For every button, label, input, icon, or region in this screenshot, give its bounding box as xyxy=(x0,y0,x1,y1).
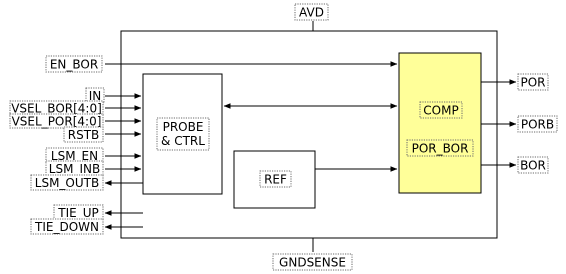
vsel-por-pin-label: VSEL_POR[4:0] xyxy=(12,115,102,129)
vsel-por-pin-box xyxy=(9,113,104,129)
rstb-pin-label: RSTB xyxy=(68,128,100,142)
ref-label: REF xyxy=(264,173,287,187)
lsm-inb-pin-box xyxy=(45,160,104,177)
tie-up-pin-label: TIE_UP xyxy=(57,206,98,220)
por-pin-label: POR xyxy=(520,76,545,90)
tie-down-pin-box xyxy=(30,218,104,235)
probe-ctrl-label-box xyxy=(156,117,210,151)
comp-label-box xyxy=(419,101,463,119)
por-bor-label: POR_BOR xyxy=(412,142,469,156)
bor-pin-box xyxy=(517,156,549,174)
probe-ctrl-label-line2: & CTRL xyxy=(161,134,205,148)
tie-up-pin-box xyxy=(53,204,104,221)
en-bor-pin-box xyxy=(45,55,103,73)
rstb-pin-box xyxy=(63,126,104,143)
gndsense-pin-box xyxy=(272,253,353,271)
gndsense-pin-label: GNDSENSE xyxy=(279,256,346,270)
lsm-en-pin-label: LSM_EN xyxy=(51,149,98,163)
tie-down-pin-label: TIE_DOWN xyxy=(34,220,99,234)
ref-label-box xyxy=(259,170,292,188)
por-pin-box xyxy=(517,73,549,91)
vsel-bor-pin-label: VSEL_BOR[4:0] xyxy=(11,102,102,116)
lsm-inb-pin-label: LSM_INB xyxy=(49,162,100,176)
bor-pin-label: BOR xyxy=(520,159,546,173)
porb-pin-label: PORB xyxy=(521,118,554,132)
lsm-outb-pin-box xyxy=(30,174,104,191)
en-bor-pin-label: EN_BOR xyxy=(50,58,98,72)
vsel-bor-pin-box xyxy=(9,100,104,116)
comp-label: COMP xyxy=(423,104,458,118)
avd-pin-box xyxy=(294,3,329,21)
probe-ctrl-label-line1: PROBE xyxy=(163,120,204,134)
lsm-outb-pin-label: LSM_OUTB xyxy=(35,176,99,190)
porb-pin-box xyxy=(517,115,558,133)
comp-block xyxy=(398,52,482,194)
in-pin-label: IN xyxy=(89,89,102,103)
avd-pin-label: AVD xyxy=(299,6,324,20)
lsm-en-pin-box xyxy=(45,147,104,164)
por-bor-label-box xyxy=(406,139,474,157)
